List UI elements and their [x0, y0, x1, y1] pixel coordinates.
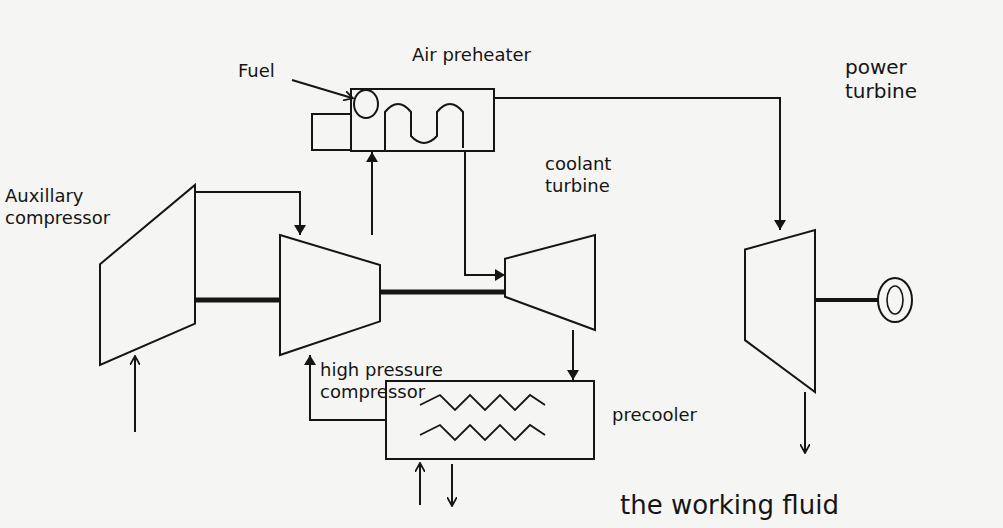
bypass-loop [312, 114, 350, 150]
generator-symbol [878, 278, 912, 322]
generator-symbol [887, 286, 903, 314]
turbine-symbol-outline [505, 235, 595, 330]
burner-symbol [354, 90, 378, 118]
flow-line [572, 330, 574, 380]
component-label: coolant turbine [545, 153, 637, 196]
turbine-symbol: power turbine [745, 230, 815, 392]
cooling-coil [420, 395, 545, 410]
cooler-box: precooler [385, 380, 595, 460]
compressor-symbol-shape [100, 185, 195, 365]
component-label: precooler [612, 404, 697, 426]
shaft [195, 298, 281, 303]
exhaust-arrow [804, 392, 806, 452]
flow-line [195, 192, 300, 235]
shaft [380, 290, 506, 295]
water-out-arrow [451, 464, 453, 505]
heat-exchanger-box: Air preheater [350, 88, 495, 152]
flow-line [495, 98, 780, 230]
component-label: Air preheater [412, 44, 531, 66]
input-label: Fuel [238, 60, 275, 82]
heating-loop [385, 104, 463, 150]
component-label: power turbine [845, 55, 945, 103]
inlet-arrow [134, 357, 136, 432]
cooling-coil [420, 425, 545, 440]
turbine-symbol-outline [745, 230, 815, 392]
flow-line [465, 152, 505, 275]
turbine-symbol: coolant turbine [505, 235, 595, 330]
component-label: Auxillary compressor [5, 185, 117, 228]
compressor-symbol-shape [280, 235, 380, 355]
flow-line [371, 152, 373, 235]
fuel-arrow [292, 80, 352, 98]
water-in-arrow [419, 464, 421, 505]
turbine-symbol-shape [745, 230, 815, 392]
note-text: the working fluid [620, 490, 839, 521]
shaft [815, 298, 878, 302]
compressor-symbol: high pressure compressor [280, 235, 380, 355]
compressor-symbol: Auxillary compressor [100, 185, 195, 365]
compressor-symbol-outline [280, 235, 380, 355]
turbine-symbol-shape [505, 235, 595, 330]
compressor-symbol-outline [100, 185, 195, 365]
